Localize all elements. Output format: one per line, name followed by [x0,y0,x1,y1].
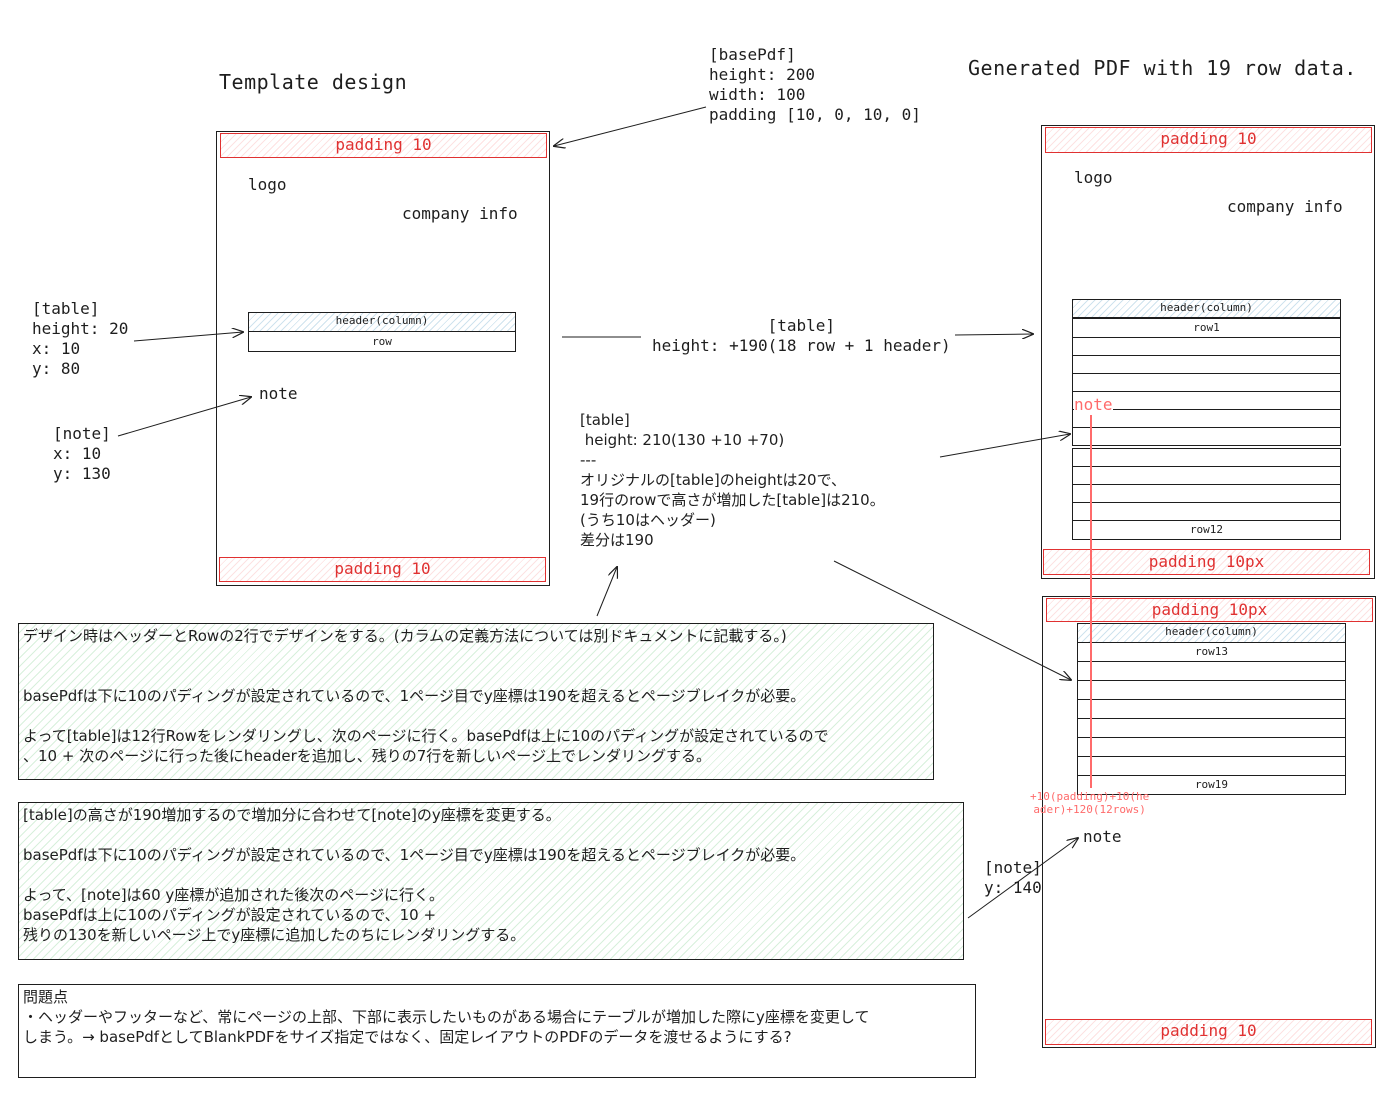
page2-table-row: row19 [1077,775,1346,795]
table-growth-annotation: [table] height: +190(18 row + 1 header) [652,316,951,355]
page1-table-row [1072,427,1341,446]
note-generated-annotation: [note] y: 140 [984,858,1042,897]
page1-table-header: header(column) [1072,299,1341,318]
base-pdf-arrow [554,106,707,146]
note-position-line [1090,412,1092,788]
generated-pdf-title: Generated PDF with 19 row data. [968,56,1357,80]
table-page2-arrow [833,560,1071,680]
table-detail-arrow [939,434,1070,458]
generated-page-2 [1042,596,1376,1048]
generated-page-1 [1041,125,1375,579]
table-detail-annotation: [table] height: 210(130 +10 +70) --- オリジ… [580,411,885,549]
note-template-arrow [117,397,251,437]
page1-bottom-padding: padding 10px [1043,549,1370,575]
template-top-padding: padding 10 [220,133,547,158]
page2-note: note [1083,827,1122,846]
design-explanation-box: デザイン時はヘッダーとRowの2行でデザインをする。(カラムの定義方法については… [18,623,934,780]
page1-table-row: row12 [1072,520,1341,540]
template-table-row: row [248,331,516,352]
page2-top-padding: padding 10px [1046,598,1373,622]
page1-top-padding: padding 10 [1045,127,1372,153]
design-box-arrow [596,567,617,617]
note-calc-annotation: +10(padding)+10(he ader)+120(12rows) [1030,790,1150,816]
base-pdf-annotation: [basePdf] height: 200 width: 100 padding… [709,45,921,124]
note-generated-arrow [967,838,1078,919]
page1-company-info: company info [1227,197,1343,216]
page2-bottom-padding: padding 10 [1045,1019,1372,1045]
problem-box: 問題点 ・ヘッダーやフッターなど、常にページの上部、下部に表示したいものがある場… [18,984,976,1078]
page1-table-row: row1 [1072,318,1341,338]
note-shift-explanation-box: [table]の高さが190増加するので増加分に合わせて[note]のy座標を変… [18,802,964,960]
template-design-title: Template design [219,70,408,94]
template-logo: logo [248,175,287,194]
template-company-info: company info [402,204,518,223]
table-template-arrow [133,332,243,342]
table-growth-arrow [954,334,1033,335]
page1-logo: logo [1074,168,1113,187]
template-page [216,131,550,586]
note-template-annotation: [note] x: 10 y: 130 [53,424,111,483]
template-bottom-padding: padding 10 [219,557,546,582]
template-note: note [259,384,298,403]
page1-note-marker: note [1074,395,1113,415]
table-template-annotation: [table] height: 20 x: 10 y: 80 [32,299,129,378]
